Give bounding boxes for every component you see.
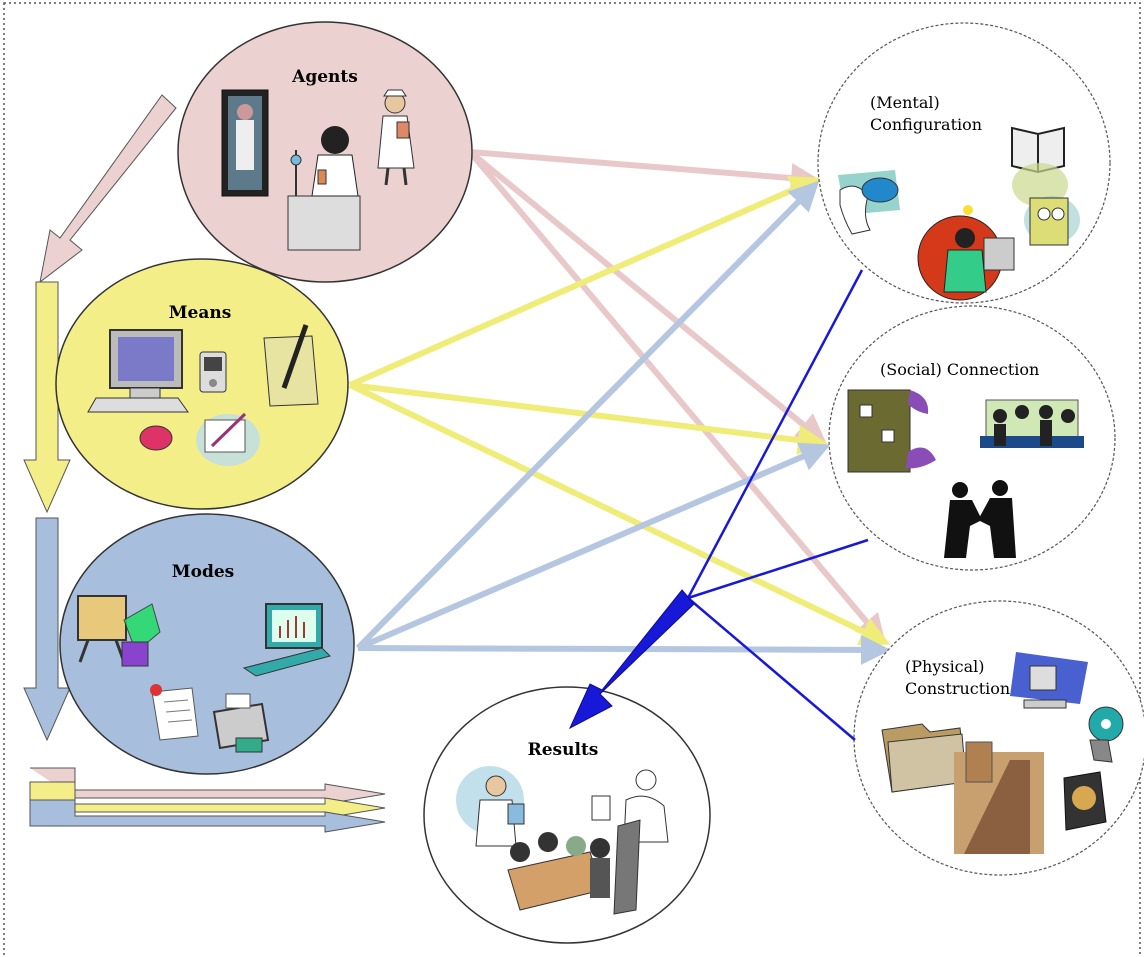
doctor-with-clipboard-icon — [456, 766, 525, 847]
modes-to-physical-arrow — [357, 634, 891, 665]
social-label: (Social) Connection — [880, 360, 1039, 379]
nurse-icon — [377, 89, 415, 186]
results-label: Results — [528, 740, 599, 760]
idea-head-icon — [1024, 196, 1080, 246]
thinking-head-icon — [838, 170, 900, 235]
hard-drive-icon — [1063, 771, 1107, 831]
means-to-physical-arrow — [348, 382, 891, 646]
agents-connection-arrows — [467, 149, 886, 645]
person-at-computer-icon — [917, 205, 1015, 301]
folder-icon — [881, 723, 967, 793]
signing-hand-icon — [196, 412, 260, 466]
laptop-chart-icon — [242, 603, 331, 677]
presentation-easel-icon — [77, 595, 161, 667]
computer-icon — [87, 329, 189, 451]
social-connection-node: (Social) Connection — [828, 305, 1116, 571]
film-reel-icon — [1088, 706, 1124, 763]
printer-icon — [212, 693, 270, 753]
lab-scientist-icon — [287, 126, 361, 251]
hub-to-results-arrow — [568, 589, 695, 730]
stone-staircase-icon — [954, 741, 1044, 854]
combined-flow-arrows — [29, 767, 386, 833]
physical-label-line1: (Physical) — [905, 657, 985, 676]
social-connection-circle — [828, 305, 1116, 571]
mental-configuration-node: (Mental) Configuration — [817, 22, 1111, 304]
agents-to-mental-arrow — [469, 149, 821, 194]
agents-node: Agents — [177, 21, 473, 283]
diagram-frame — [3, 2, 1141, 957]
means-node: Means — [55, 258, 349, 510]
modes-to-results-flow-arrow — [23, 517, 71, 742]
modes-to-social-arrow — [356, 442, 831, 651]
physical-label-line2: Construction — [905, 679, 1010, 698]
handing-papers-icon — [847, 389, 936, 473]
meeting-table-icon — [980, 399, 1084, 448]
handshake-icon — [944, 480, 1016, 558]
scroll-icon — [150, 684, 199, 741]
agents-to-means-flow-arrow — [39, 94, 177, 284]
pda-icon — [199, 351, 227, 393]
team-meeting-icon — [507, 819, 641, 915]
modes-connection-arrows — [355, 180, 891, 665]
modes-label: Modes — [172, 562, 234, 582]
results-convergence-arrows — [568, 269, 869, 741]
agents-to-social-arrow — [468, 149, 827, 444]
agents-circle — [177, 21, 473, 283]
doctor-portrait-icon — [221, 89, 269, 197]
physical-construction-node: (Physical) Construction — [853, 600, 1144, 876]
social-to-hub-line — [687, 538, 869, 600]
modes-node: Modes — [59, 513, 355, 775]
modes-circle — [59, 513, 355, 775]
results-circle — [423, 686, 711, 944]
means-to-modes-flow-arrow — [23, 281, 71, 514]
results-node: Results — [423, 686, 711, 944]
agents-to-physical-arrow — [467, 150, 886, 645]
agents-label: Agents — [291, 67, 358, 87]
open-book-icon — [1011, 126, 1068, 207]
physical-to-hub-line — [687, 597, 856, 741]
means-label: Means — [169, 303, 232, 323]
means-to-mental-arrow — [348, 175, 821, 388]
desktop-computer-icon — [1010, 652, 1088, 709]
modes-to-mental-arrow — [355, 180, 820, 651]
mental-label-line2: Configuration — [870, 115, 982, 134]
pen-document-icon — [263, 324, 319, 407]
mental-label-line1: (Mental) — [870, 93, 940, 112]
mental-to-hub-line — [686, 269, 864, 599]
